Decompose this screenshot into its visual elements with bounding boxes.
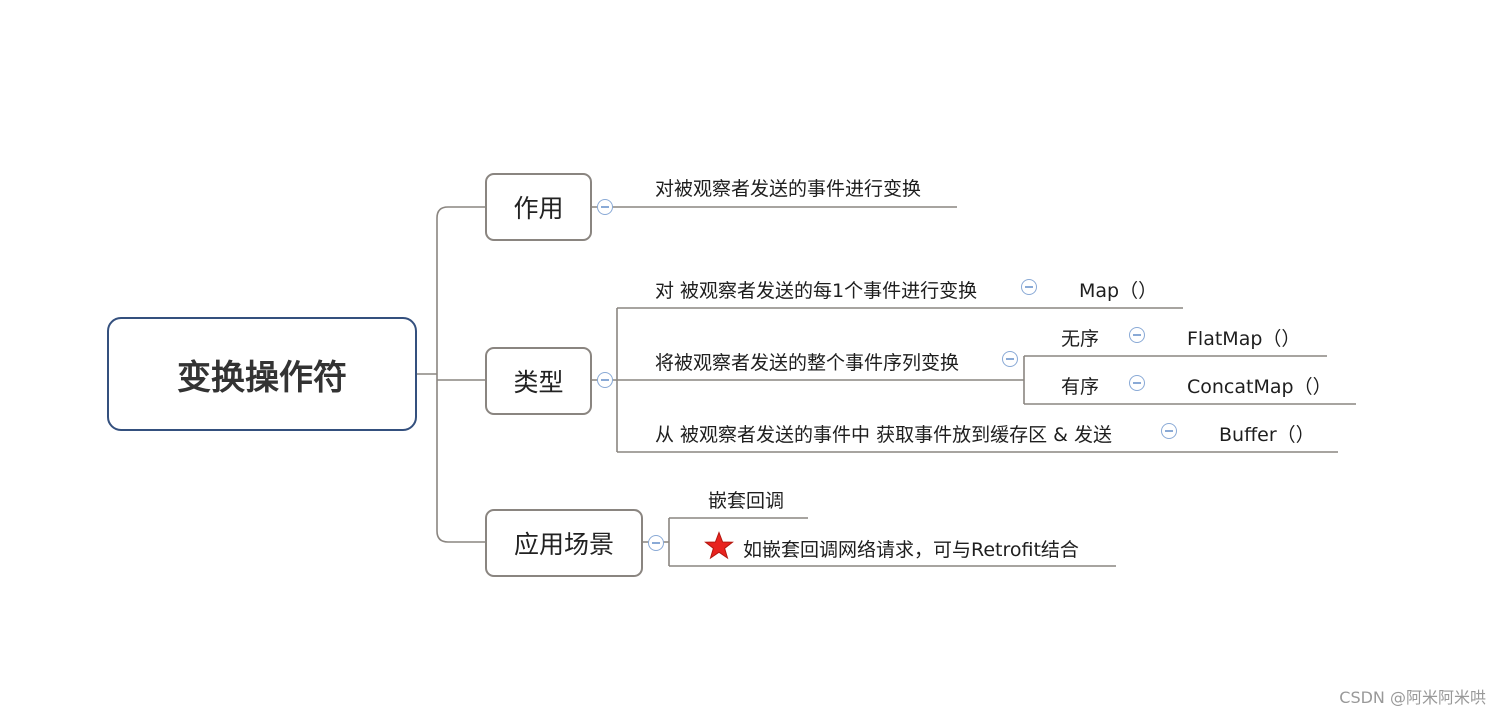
concatmap-operator: ConcatMap（） [1187, 376, 1332, 398]
ordered-label: 有序 [1061, 376, 1100, 398]
collapse-minus-icon[interactable] [1021, 279, 1037, 295]
buffer-desc: 从 被观察者发送的事件中 获取事件放到缓存区 & 发送 [655, 424, 1112, 446]
whole-sequence-desc: 将被观察者发送的整个事件序列变换 [655, 352, 960, 374]
connector-hub-vertical [436, 206, 485, 543]
root-node[interactable]: 变换操作符 [107, 317, 417, 431]
branch-purpose[interactable]: 作用 [485, 173, 592, 241]
collapse-minus-icon[interactable] [1002, 351, 1018, 367]
collapse-minus-icon[interactable] [597, 199, 613, 215]
collapse-minus-icon[interactable] [1129, 375, 1145, 391]
connector-whole-sub [1020, 356, 1025, 404]
collapse-minus-icon[interactable] [1161, 423, 1177, 439]
red-star-icon [704, 531, 734, 560]
map-desc: 对 被观察者发送的每1个事件进行变换 [655, 280, 978, 302]
branch-types[interactable]: 类型 [485, 347, 592, 415]
flatmap-operator: FlatMap（） [1187, 328, 1301, 350]
scenario-item-nested-callback: 嵌套回调 [708, 490, 785, 512]
branch-scenario[interactable]: 应用场景 [485, 509, 643, 577]
collapse-minus-icon[interactable] [597, 372, 613, 388]
scenario-item-retrofit: 如嵌套回调网络请求，可与Retrofit结合 [743, 539, 1079, 561]
collapse-minus-icon[interactable] [648, 535, 664, 551]
map-operator: Map（） [1079, 280, 1158, 302]
collapse-minus-icon[interactable] [1129, 327, 1145, 343]
unordered-label: 无序 [1061, 328, 1100, 350]
watermark: CSDN @阿米阿米哄 [1339, 688, 1486, 707]
buffer-operator: Buffer（） [1219, 424, 1315, 446]
purpose-desc: 对被观察者发送的事件进行变换 [655, 178, 922, 200]
